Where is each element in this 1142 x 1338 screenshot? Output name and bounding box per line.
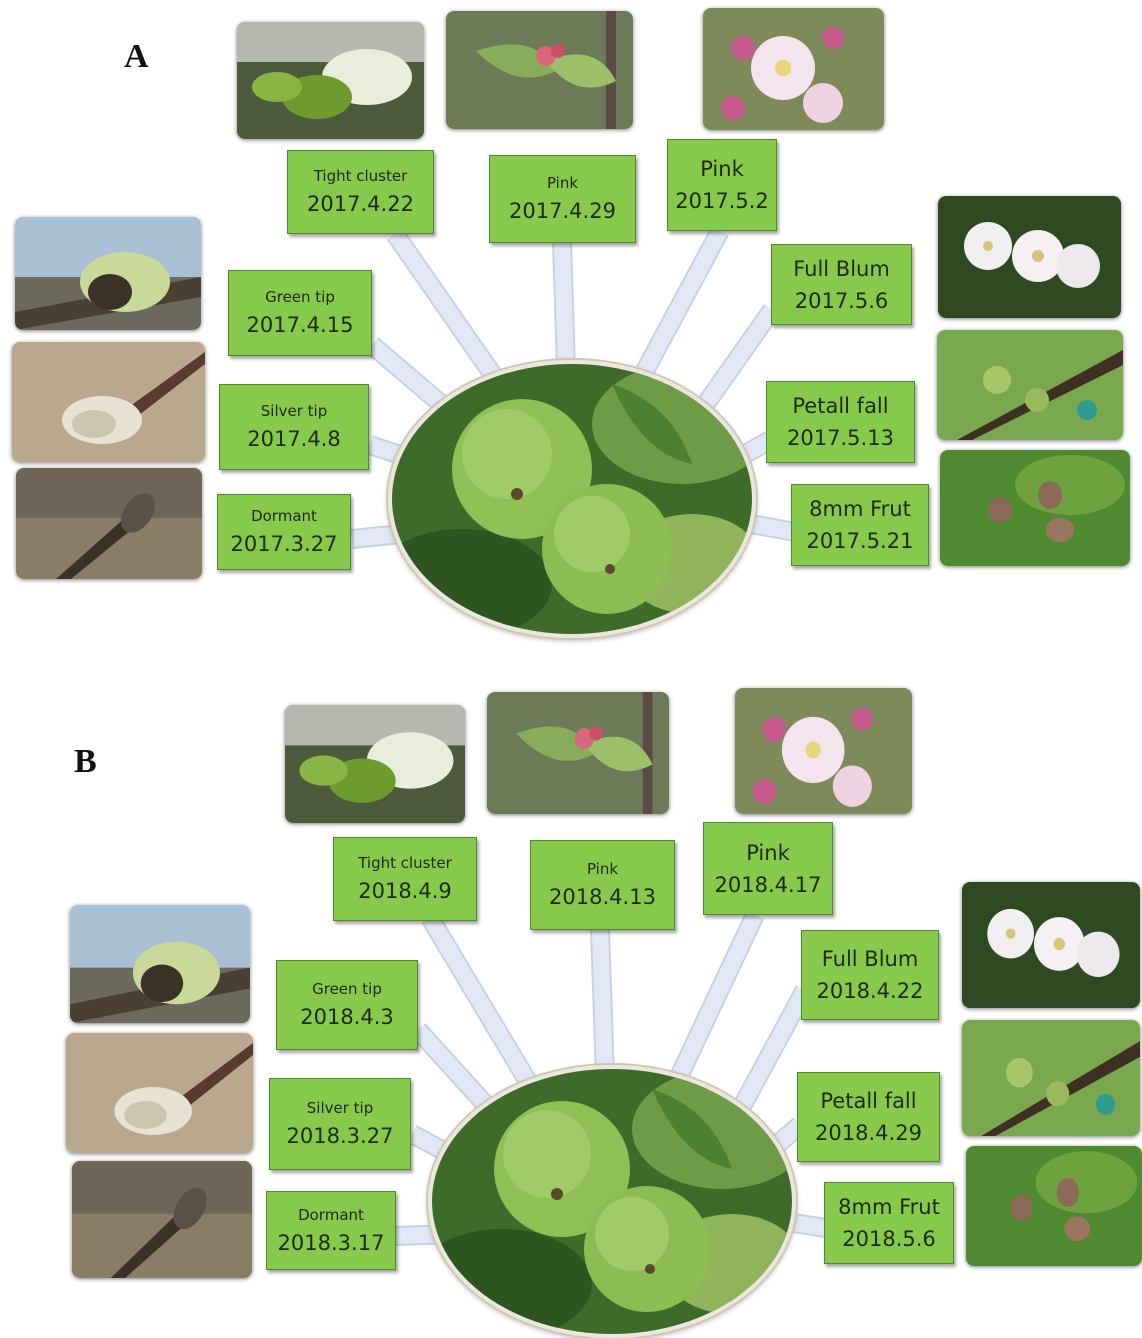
- stage-label-petal-fall: Petall fall 2018.4.29: [797, 1072, 940, 1162]
- stage-label-pink: Pink 2018.4.13: [530, 840, 675, 930]
- pink-blossom-photo: [735, 688, 912, 814]
- stage-name: Pink: [700, 156, 744, 182]
- full-bloom-photo: [938, 196, 1121, 318]
- stage-name: 8mm Frut: [809, 496, 911, 522]
- stage-name: Petall fall: [792, 393, 888, 419]
- stage-name: Tight cluster: [358, 854, 452, 872]
- stage-date: 2018.4.3: [300, 1004, 394, 1030]
- stage-label-full-bloom: Full Blum 2018.4.22: [801, 930, 939, 1020]
- silver-tip-bud-photo: [12, 342, 205, 462]
- stage-name: Green tip: [312, 980, 382, 998]
- stage-date: 2017.5.13: [787, 425, 894, 451]
- pink-blossom-photo: [703, 8, 884, 130]
- stage-label-tight-cluster: Tight cluster 2018.4.9: [333, 837, 477, 921]
- stage-name: Full Blum: [822, 946, 919, 972]
- stage-label-dormant: Dormant 2018.3.17: [266, 1191, 396, 1270]
- stage-date: 2018.5.6: [842, 1226, 936, 1252]
- stage-date: 2018.3.17: [278, 1230, 385, 1256]
- stage-name: Dormant: [298, 1206, 364, 1224]
- stage-date: 2018.4.9: [358, 878, 452, 904]
- stage-name: Pink: [547, 174, 578, 192]
- stage-label-pink-2: Pink 2018.4.17: [703, 822, 833, 915]
- stage-name: Petall fall: [820, 1088, 916, 1114]
- stage-label-silver-tip: Silver tip 2017.4.8: [219, 384, 369, 470]
- dormant-bud-photo: [16, 468, 202, 579]
- tight-cluster-photo: [237, 22, 424, 139]
- green-tip-bud-photo: [15, 217, 201, 330]
- stage-name: Silver tip: [307, 1099, 373, 1117]
- green-tip-bud-photo: [70, 905, 250, 1023]
- stage-label-pink-2: Pink 2017.5.2: [667, 139, 777, 231]
- petal-fall-photo: [937, 330, 1123, 440]
- stage-label-silver-tip: Silver tip 2018.3.27: [269, 1078, 411, 1170]
- stage-date: 2018.4.22: [817, 978, 924, 1004]
- stage-date: 2017.4.29: [509, 198, 616, 224]
- petal-fall-photo: [962, 1020, 1140, 1136]
- stage-date: 2017.4.15: [247, 312, 354, 338]
- stage-name: Full Blum: [793, 256, 890, 282]
- stage-date: 2017.5.21: [807, 528, 914, 554]
- panel-b: B: [0, 680, 1142, 1335]
- stage-name: Pink: [587, 860, 618, 878]
- stage-label-pink: Pink 2017.4.29: [489, 155, 636, 243]
- stage-name: Dormant: [251, 507, 317, 525]
- 8mm-fruit-photo: [966, 1146, 1142, 1266]
- panel-a: A: [0, 0, 1142, 650]
- 8mm-fruit-photo: [940, 450, 1130, 566]
- silver-tip-bud-photo: [66, 1033, 253, 1153]
- pink-bud-photo: [446, 11, 633, 129]
- stage-name: Silver tip: [261, 402, 327, 420]
- stage-label-8mm-fruit: 8mm Frut 2018.5.6: [824, 1182, 954, 1264]
- stage-date: 2018.4.13: [549, 884, 656, 910]
- center-apple-photo: [388, 360, 756, 638]
- stage-label-dormant: Dormant 2017.3.27: [217, 494, 351, 570]
- stage-label-tight-cluster: Tight cluster 2017.4.22: [287, 150, 434, 234]
- stage-name: 8mm Frut: [838, 1194, 940, 1220]
- stage-date: 2017.4.22: [307, 191, 414, 217]
- stage-date: 2017.3.27: [231, 531, 338, 557]
- stage-date: 2017.4.8: [247, 426, 341, 452]
- stage-date: 2018.4.29: [815, 1120, 922, 1146]
- pink-bud-photo: [487, 692, 669, 814]
- stage-date: 2017.5.6: [795, 288, 889, 314]
- center-apple-photo: [428, 1065, 796, 1338]
- stage-date: 2017.5.2: [675, 188, 769, 214]
- stage-label-green-tip: Green tip 2017.4.15: [228, 270, 372, 356]
- stage-label-green-tip: Green tip 2018.4.3: [276, 960, 418, 1050]
- tight-cluster-photo: [285, 705, 465, 823]
- stage-label-full-bloom: Full Blum 2017.5.6: [771, 244, 912, 325]
- stage-name: Tight cluster: [314, 167, 408, 185]
- dormant-bud-photo: [72, 1161, 252, 1278]
- stage-date: 2018.4.17: [715, 872, 822, 898]
- stage-label-8mm-fruit: 8mm Frut 2017.5.21: [791, 484, 929, 566]
- stage-name: Green tip: [265, 288, 335, 306]
- stage-name: Pink: [746, 840, 790, 866]
- stage-label-petal-fall: Petall fall 2017.5.13: [766, 381, 915, 463]
- full-bloom-photo: [962, 882, 1140, 1008]
- stage-date: 2018.3.27: [287, 1123, 394, 1149]
